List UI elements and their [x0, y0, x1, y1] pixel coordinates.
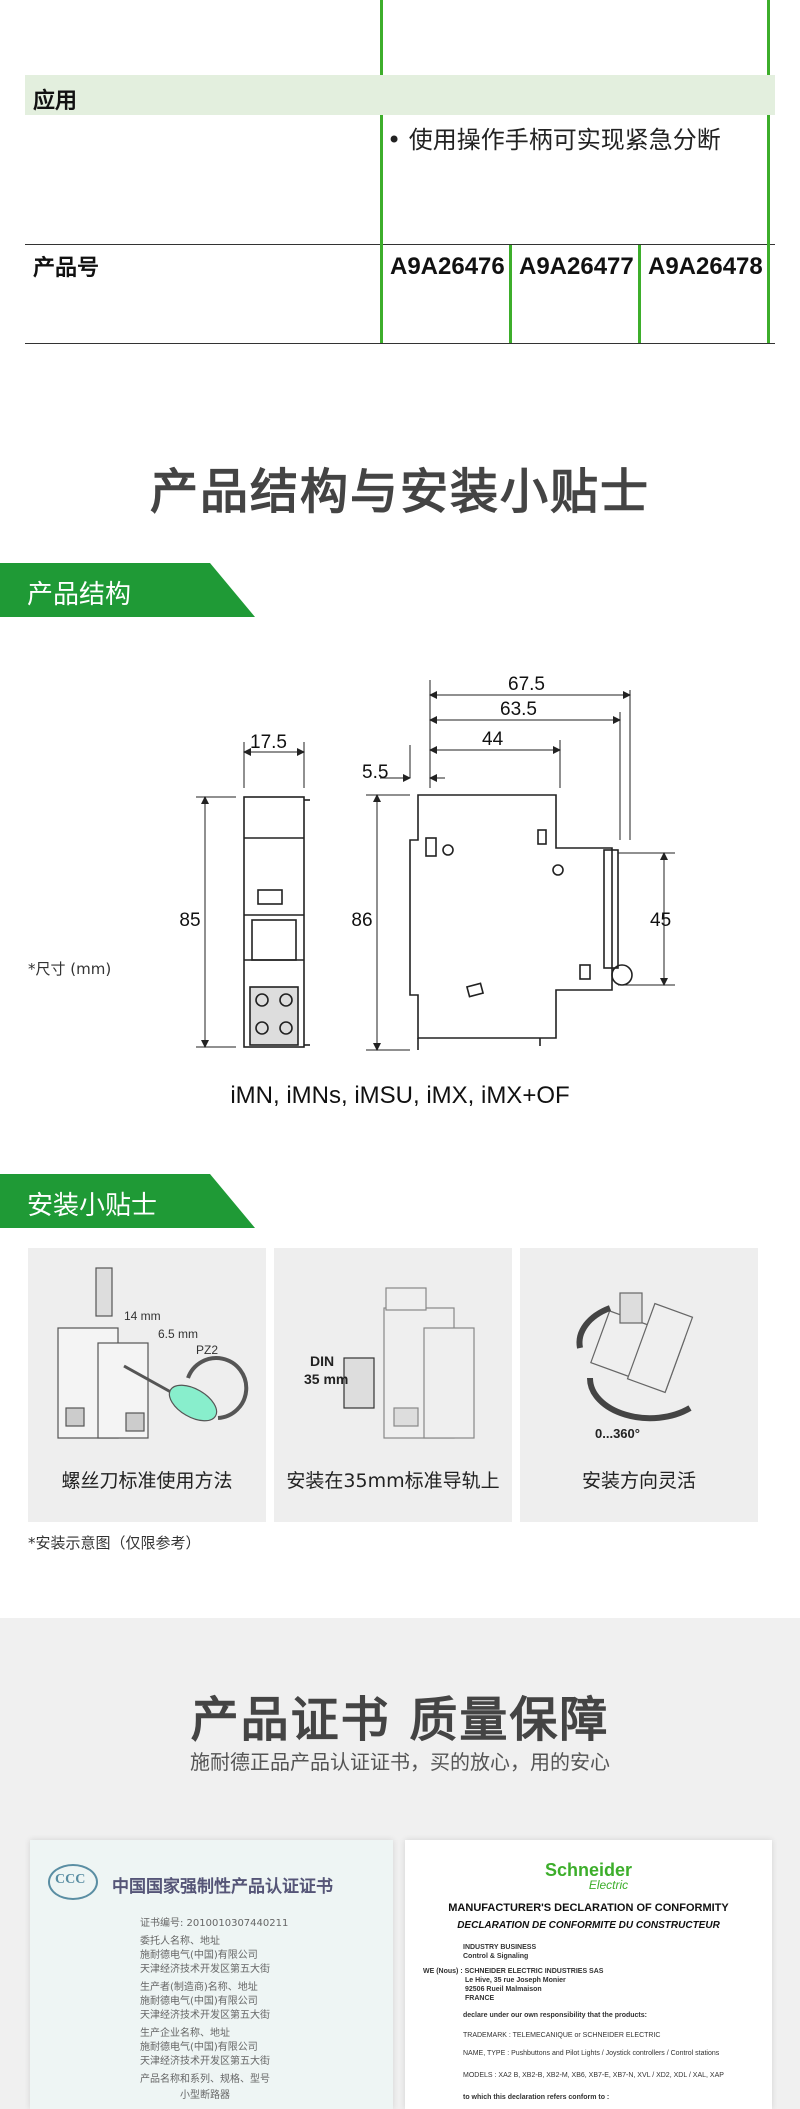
tip-card-orientation: 0...360° 安装方向灵活: [520, 1248, 758, 1522]
ccc-line: 天津经济技术开发区第五大街: [140, 1964, 270, 1975]
table-rule: [767, 115, 770, 343]
table-bottom-border: [25, 343, 775, 344]
ccc-logo: CCC: [48, 1864, 98, 1900]
table-rule: [509, 245, 512, 343]
dim-44: 44: [482, 729, 504, 750]
decl-line: Le Hive, 35 rue Joseph Monier: [465, 1977, 566, 1984]
ccc-line: 证书编号: 2010010307440211: [140, 1918, 289, 1929]
front-view-body: [243, 796, 305, 1048]
tip-caption-screwdriver: 螺丝刀标准使用方法: [61, 1470, 233, 1492]
decl-line: 92506 Rueil Malmaison: [465, 1986, 542, 1993]
tip-caption-din-rail: 安装在35mm标准导轨上: [286, 1470, 500, 1492]
spec-table: 应用 • 使用操作手柄可实现紧急分断 产品号 A9A26476 A9A26477…: [25, 0, 775, 344]
application-row: 应用: [25, 75, 775, 115]
ccc-line: 小型断路器: [180, 2090, 230, 2101]
label-35mm: 35 mm: [304, 1371, 348, 1387]
dim-86: 86: [351, 910, 372, 931]
product-number-2: A9A26477: [519, 253, 634, 280]
decl-line: Control & Signaling: [463, 1953, 529, 1960]
table-divider: [25, 244, 775, 245]
section-title: 产品结构与安装小贴士: [149, 464, 650, 520]
orientation-illustration: 0...360°: [576, 1292, 694, 1441]
install-note: *安装示意图（仅限参考）: [28, 1534, 201, 1552]
decl-line: FRANCE: [465, 1995, 495, 2002]
decl-line: MODELS : XA2 B, XB2-B, XB2-M, XB6, XB7-E…: [463, 2072, 724, 2079]
schneider-logo-sub: Electric: [588, 1878, 629, 1892]
tips-tab-label: 安装小贴士: [27, 1191, 158, 1221]
ccc-line: 生产企业名称、地址: [140, 2028, 230, 2039]
tip-card-din-rail: DIN 35 mm 安装在35mm标准导轨上: [274, 1248, 512, 1522]
ccc-line: 委托人名称、地址: [140, 1936, 220, 1947]
application-label: 应用: [33, 89, 78, 114]
din-rail-illustration: DIN 35 mm: [304, 1287, 475, 1439]
product-number-3: A9A26478: [648, 253, 763, 280]
ccc-line: 产品名称和系列、规格、型号: [140, 2074, 270, 2085]
decl-line: INDUSTRY BUSINESS: [463, 1944, 537, 1951]
model-list: iMN, iMNs, iMSU, iMX, iMX+OF: [230, 1082, 570, 1109]
decl-line: WE (Nous) : SCHNEIDER ELECTRIC INDUSTRIE…: [423, 1968, 604, 1975]
certificate-title: 产品证书 质量保障: [190, 1692, 610, 1748]
ccc-line: 施耐德电气(中国)有限公司: [140, 1996, 258, 2007]
ccc-title: 中国国家强制性产品认证证书: [112, 1877, 333, 1897]
label-0-360: 0...360°: [595, 1426, 640, 1441]
ccc-logo-text: CCC: [55, 1872, 86, 1887]
decl-line: declare under our own responsibility tha…: [463, 2012, 647, 2019]
table-rule: [638, 245, 641, 343]
dim-17-5: 17.5: [250, 732, 287, 753]
label-pz2: PZ2: [196, 1343, 218, 1357]
ccc-certificate: CCC 中国国家强制性产品认证证书 证书编号: 2010010307440211…: [30, 1840, 393, 2109]
application-text: • 使用操作手柄可实现紧急分断: [387, 126, 721, 154]
tips-tab: 安装小贴士: [0, 1174, 255, 1228]
dim-67-5: 67.5: [508, 674, 545, 695]
structure-tab-label: 产品结构: [27, 580, 132, 610]
dim-63-5: 63.5: [500, 699, 537, 720]
table-rule: [767, 0, 770, 75]
decl-line: TRADEMARK : TELEMECANIQUE or SCHNEIDER E…: [463, 2032, 661, 2039]
unit-note: *尺寸 (mm): [28, 960, 112, 978]
table-rule: [380, 0, 383, 75]
schneider-declaration: Schneider Electric MANUFACTURER'S DECLAR…: [405, 1840, 772, 2109]
dimension-drawing-svg: 17.5 85 5.5 44 63.5 67.5 86 45: [179, 674, 675, 1051]
decl-line: NAME, TYPE : Pushbuttons and Pilot Light…: [463, 2050, 720, 2057]
ccc-line: 天津经济技术开发区第五大街: [140, 2056, 270, 2067]
label-6-5mm: 6.5 mm: [158, 1327, 198, 1341]
certificate-subtitle: 施耐德正品产品认证证书，买的放心，用的安心: [190, 1750, 610, 1774]
dim-85: 85: [179, 910, 200, 931]
product-number-label: 产品号: [33, 256, 100, 281]
dim-5-5: 5.5: [362, 762, 388, 783]
ccc-line: 施耐德电气(中国)有限公司: [140, 1950, 258, 1961]
side-view-body: [409, 794, 613, 1039]
label-14mm: 14 mm: [124, 1309, 161, 1323]
screwdriver-illustration: 14 mm 6.5 mm PZ2: [57, 1267, 249, 1439]
dimension-drawing: 17.5 85 5.5 44 63.5 67.5 86 45: [0, 640, 800, 1080]
dim-45: 45: [650, 910, 671, 931]
decl-line: to which this declaration refers conform…: [463, 2094, 610, 2101]
table-rule: [380, 115, 383, 343]
tip-caption-orientation: 安装方向灵活: [581, 1470, 696, 1492]
declaration-heading-fr: DECLARATION DE CONFORMITE DU CONSTRUCTEU…: [457, 1920, 720, 1931]
declaration-heading: MANUFACTURER'S DECLARATION OF CONFORMITY: [448, 1902, 729, 1914]
tip-card-screwdriver: 14 mm 6.5 mm PZ2 螺丝刀标准使用方法: [28, 1248, 266, 1522]
ccc-line: 生产者(制造商)名称、地址: [140, 1982, 258, 1993]
product-number-1: A9A26476: [390, 253, 505, 280]
schneider-logo: Schneider: [544, 1860, 633, 1880]
label-din: DIN: [310, 1353, 334, 1369]
ccc-line: 施耐德电气(中国)有限公司: [140, 2042, 258, 2053]
ccc-line: 天津经济技术开发区第五大街: [140, 2010, 270, 2021]
structure-tab: 产品结构: [0, 563, 255, 617]
